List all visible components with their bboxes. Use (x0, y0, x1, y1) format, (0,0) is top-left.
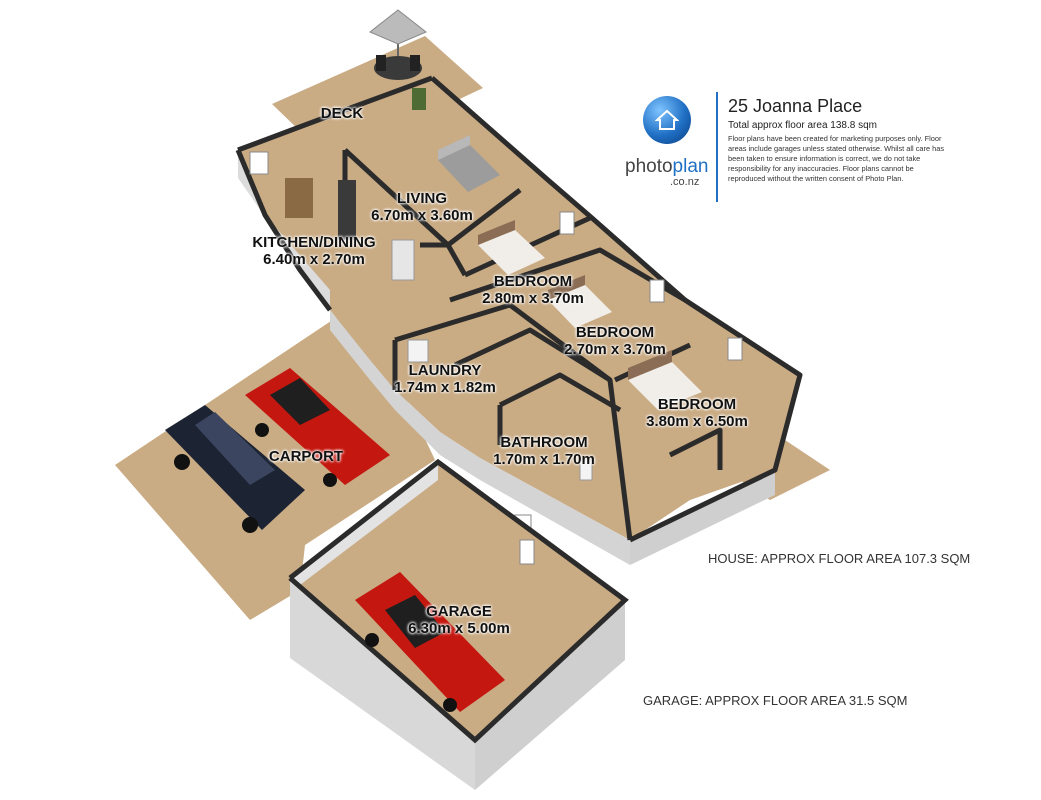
umbrella-table (369, 9, 427, 80)
sofa (438, 135, 500, 192)
room-size: 1.70m x 1.70m (493, 451, 595, 468)
car-red-carport (245, 368, 390, 487)
brand-domain: .co.nz (670, 176, 700, 188)
room-size: 6.30m x 5.00m (408, 620, 510, 637)
house-wall-face-left (238, 150, 330, 310)
fridge (391, 239, 415, 281)
room-label-kitchen: KITCHEN/DINING 6.40m x 2.70m (252, 234, 375, 268)
brand-name: photoplan (625, 156, 715, 178)
photoplan-logo: photoplan .co.nz (625, 96, 710, 196)
house-icon (655, 109, 679, 130)
room-size: 6.70m x 3.60m (371, 207, 473, 224)
room-name: BATHROOM (500, 434, 588, 451)
dining-table (285, 178, 313, 218)
info-divider (716, 92, 718, 202)
room-label-deck: DECK (321, 105, 364, 122)
garage-walls (288, 458, 629, 744)
property-info: 25 Joanna Place Total approx floor area … (728, 96, 953, 184)
room-label-bedroom-2: BEDROOM 2.70m x 3.70m (564, 324, 666, 358)
room-label-garage: GARAGE 6.30m x 5.00m (408, 603, 510, 637)
garage-window (519, 539, 535, 565)
garage-wall-face-right (475, 600, 625, 790)
house-area-note: HOUSE: APPROX FLOOR AREA 107.3 SQM (708, 551, 971, 566)
plant (412, 88, 426, 110)
total-floor-area: Total approx floor area 138.8 sqm (728, 120, 877, 131)
toilet (579, 459, 593, 481)
kitchen-bench (338, 180, 356, 240)
car-dark (165, 405, 305, 533)
brand-part2: plan (672, 156, 709, 177)
room-size: 2.80m x 3.70m (482, 290, 584, 307)
logo-circle (643, 96, 691, 144)
room-name: BEDROOM (657, 396, 737, 413)
room-label-living: LIVING 6.70m x 3.60m (371, 190, 473, 224)
room-name: LAUNDRY (408, 362, 482, 379)
room-size: 1.74m x 1.82m (394, 379, 496, 396)
room-label-carport: CARPORT (269, 448, 343, 465)
room-name: LIVING (396, 190, 447, 207)
room-name: BEDROOM (575, 324, 655, 341)
house-wall-face-right (630, 470, 775, 565)
garage-wall-face-left (290, 578, 475, 790)
bed-3 (628, 350, 702, 410)
room-name: KITCHEN/DINING (252, 234, 376, 251)
room-size: 6.40m x 2.70m (263, 251, 365, 268)
room-label-laundry: LAUNDRY 1.74m x 1.82m (394, 362, 496, 396)
room-name: BEDROOM (493, 273, 573, 290)
room-size: 2.70m x 3.70m (564, 341, 666, 358)
room-name: CARPORT (268, 448, 344, 465)
room-name: DECK (320, 105, 364, 122)
house-wall-face-bottom (330, 290, 630, 565)
room-label-bedroom-3: BEDROOM 3.80m x 6.50m (646, 396, 748, 430)
car-red-garage (355, 572, 505, 712)
garage-floor (290, 462, 625, 740)
room-label-bedroom-1: BEDROOM 2.80m x 3.70m (482, 273, 584, 307)
bed-1 (478, 220, 545, 275)
room-label-bathroom: BATHROOM 1.70m x 1.70m (493, 434, 595, 468)
disclaimer-text: Floor plans have been created for market… (728, 134, 945, 183)
property-address: 25 Joanna Place (728, 96, 863, 116)
laundry-tub (407, 339, 429, 363)
garage-area-note: GARAGE: APPROX FLOOR AREA 31.5 SQM (643, 693, 908, 708)
bed-2 (548, 275, 612, 328)
room-name: GARAGE (426, 603, 492, 620)
room-size: 3.80m x 6.50m (646, 413, 748, 430)
brand-part1: photo (625, 156, 673, 177)
